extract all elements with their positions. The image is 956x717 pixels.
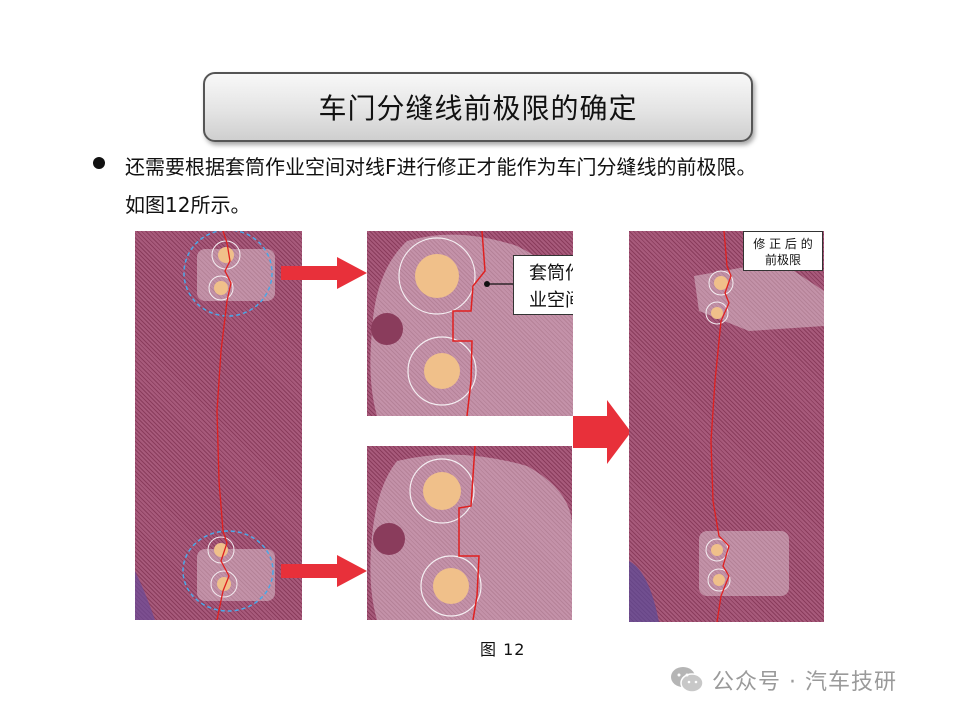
right-arrow <box>573 400 631 464</box>
corrected-limit-image: 修 正 后 的 前极限 <box>629 231 824 622</box>
watermark-text: 公众号 · 汽车技研 <box>712 670 897 695</box>
top-zoom-image: 套筒作 业空间 <box>367 231 573 416</box>
socket-space-line-1: 套筒作 <box>529 263 573 284</box>
corrected-limit-line-1: 修 正 后 的 <box>753 237 813 251</box>
top-arrow <box>281 257 367 289</box>
watermark: 公众号 · 汽车技研 <box>670 664 897 696</box>
bottom-zoom-image <box>367 446 572 620</box>
figure-caption: 图 12 <box>480 640 526 659</box>
corrected-limit-label: 修 正 后 的 前极限 <box>743 231 823 271</box>
bottom-arrow <box>281 555 367 587</box>
wechat-icon <box>671 667 704 693</box>
body-line-2: 如图12所示。 <box>125 193 251 217</box>
corrected-limit-line-2: 前极限 <box>764 253 801 267</box>
body-text: 还需要根据套筒作业空间对线F进行修正才能作为车门分缝线的前极限。 如图12所示。 <box>125 148 915 224</box>
slide-title-box: 车门分缝线前极限的确定 <box>203 72 753 142</box>
body-line-1: 还需要根据套筒作业空间对线F进行修正才能作为车门分缝线的前极限。 <box>125 155 757 179</box>
socket-space-line-2: 业空间 <box>529 290 573 311</box>
slide-title: 车门分缝线前极限的确定 <box>318 92 638 125</box>
socket-space-label: 套筒作 业空间 <box>513 255 573 315</box>
bullet-dot <box>93 157 105 169</box>
door-overview-image <box>135 231 302 620</box>
